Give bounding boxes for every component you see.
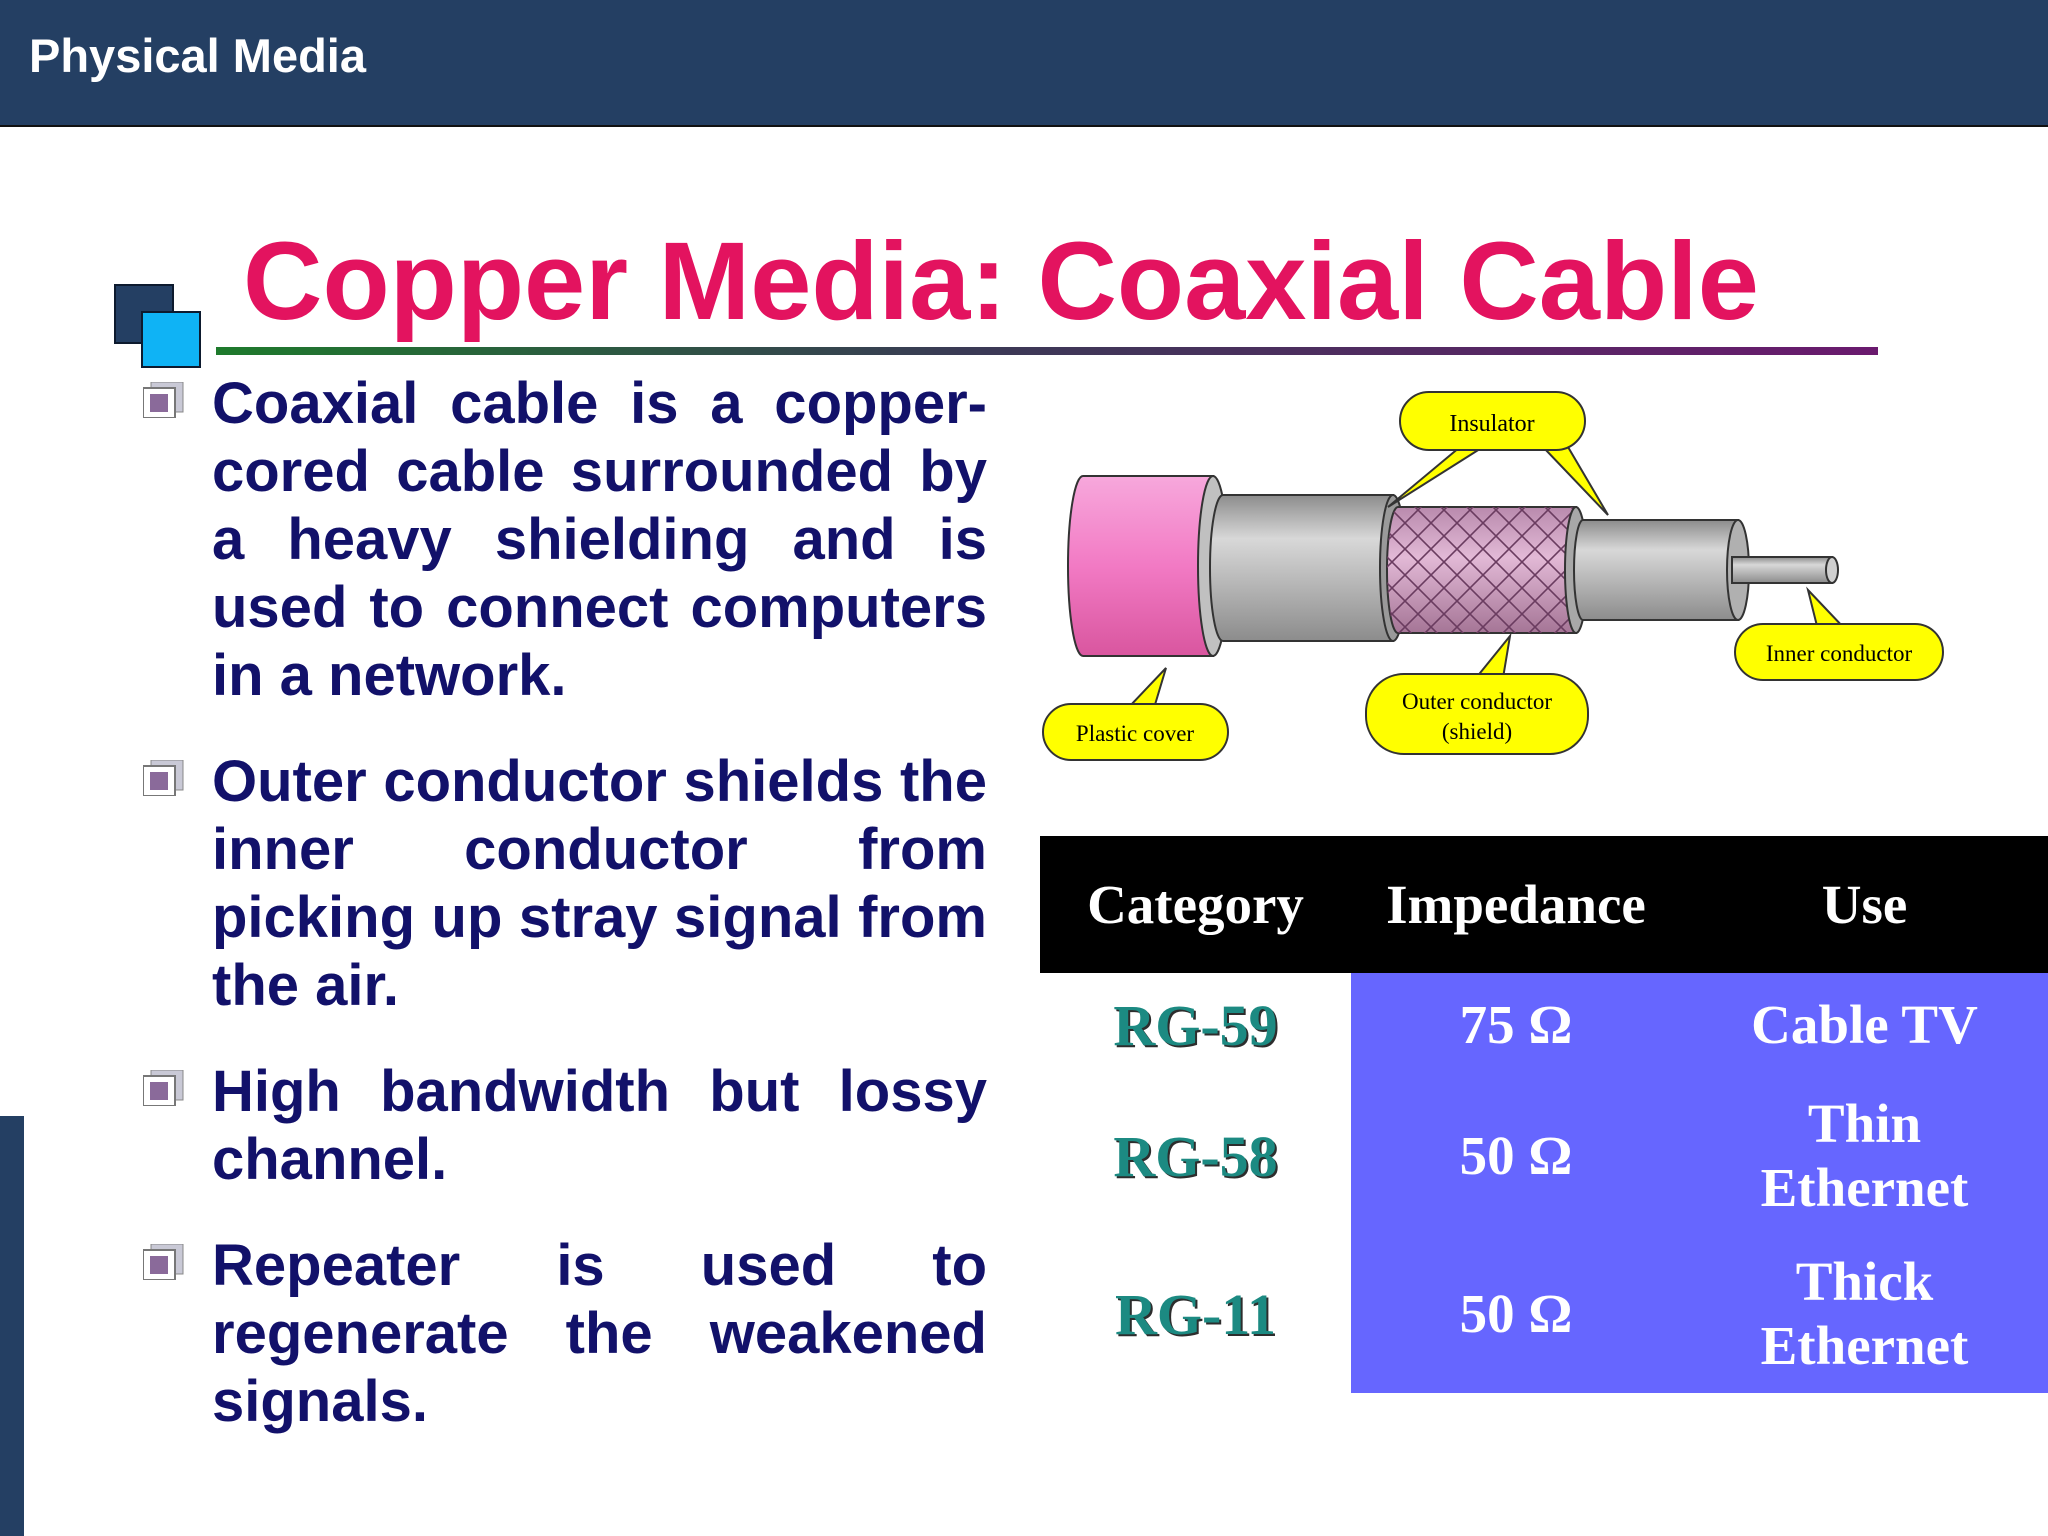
plastic-cover-label: Plastic cover bbox=[1076, 721, 1194, 746]
plastic-cover-shape bbox=[1067, 475, 1229, 657]
decorative-square-light bbox=[141, 311, 201, 368]
title-underline bbox=[216, 347, 1878, 355]
insulator-outer-shape bbox=[1209, 494, 1407, 642]
bullet-item: Repeater is used to regenerate the weake… bbox=[143, 1232, 987, 1436]
insulator-label: Insulator bbox=[1449, 411, 1534, 437]
inner-conductor-callout: Inner conductor bbox=[1734, 586, 1944, 681]
bullet-text: Outer conductor shields the inner conduc… bbox=[212, 749, 987, 1018]
row-category: RG-59 bbox=[1113, 992, 1278, 1058]
inner-insulator-shape bbox=[1573, 519, 1750, 621]
bullet-item: Outer conductor shields the inner conduc… bbox=[143, 748, 987, 1020]
outer-conductor-label: Outer conductor bbox=[1402, 689, 1552, 714]
row-use: Cable TV bbox=[1751, 994, 1978, 1055]
header-use: Use bbox=[1821, 874, 1908, 935]
bullet-list: Coaxial cable is a copper-cored cable su… bbox=[143, 370, 987, 1474]
slide-title: Copper Media: Coaxial Cable bbox=[243, 220, 1759, 343]
bullet-text: High bandwidth but lossy channel. bbox=[212, 1059, 987, 1192]
left-accent-strip bbox=[0, 1116, 24, 1536]
header-title: Physical Media bbox=[29, 29, 366, 82]
row-category: RG-11 bbox=[1114, 1281, 1277, 1347]
table-body-background bbox=[1351, 973, 2048, 1393]
header-impedance: Impedance bbox=[1386, 874, 1646, 935]
bullet-box-icon bbox=[143, 382, 184, 418]
inner-conductor-shape bbox=[1731, 556, 1839, 584]
table-header-row: Category Impedance Use bbox=[1040, 836, 2048, 973]
braided-shield-shape bbox=[1386, 506, 1588, 634]
header-category: Category bbox=[1087, 874, 1304, 935]
bullet-text: Repeater is used to regenerate the weake… bbox=[212, 1233, 987, 1434]
bullet-box-icon bbox=[143, 1070, 184, 1106]
bullet-item: Coaxial cable is a copper-cored cable su… bbox=[143, 370, 987, 710]
bullet-text: Coaxial cable is a copper-cored cable su… bbox=[212, 371, 987, 708]
row-impedance: 75 Ω bbox=[1459, 994, 1573, 1055]
header-bar: Physical Media bbox=[0, 0, 2048, 127]
bullet-box-icon bbox=[143, 760, 184, 796]
insulator-callout: Insulator bbox=[1387, 391, 1609, 516]
bullet-item: High bandwidth but lossy channel. bbox=[143, 1058, 987, 1194]
outer-conductor-callout: Outer conductor (shield) bbox=[1365, 632, 1589, 755]
inner-conductor-label: Inner conductor bbox=[1766, 641, 1913, 666]
plastic-cover-callout: Plastic cover bbox=[1042, 667, 1229, 761]
row-impedance: 50 Ω bbox=[1459, 1125, 1573, 1186]
row-use: Thin Ethernet bbox=[1760, 1093, 1969, 1218]
bullet-box-icon bbox=[143, 1244, 184, 1280]
coaxial-cable-diagram: Insulator Inner conductor Outer conducto… bbox=[1042, 391, 1944, 761]
row-use: Thick Ethernet bbox=[1760, 1251, 1969, 1376]
row-category: RG-58 bbox=[1113, 1123, 1278, 1189]
outer-conductor-note: (shield) bbox=[1442, 719, 1512, 744]
row-impedance: 50 Ω bbox=[1459, 1283, 1573, 1344]
